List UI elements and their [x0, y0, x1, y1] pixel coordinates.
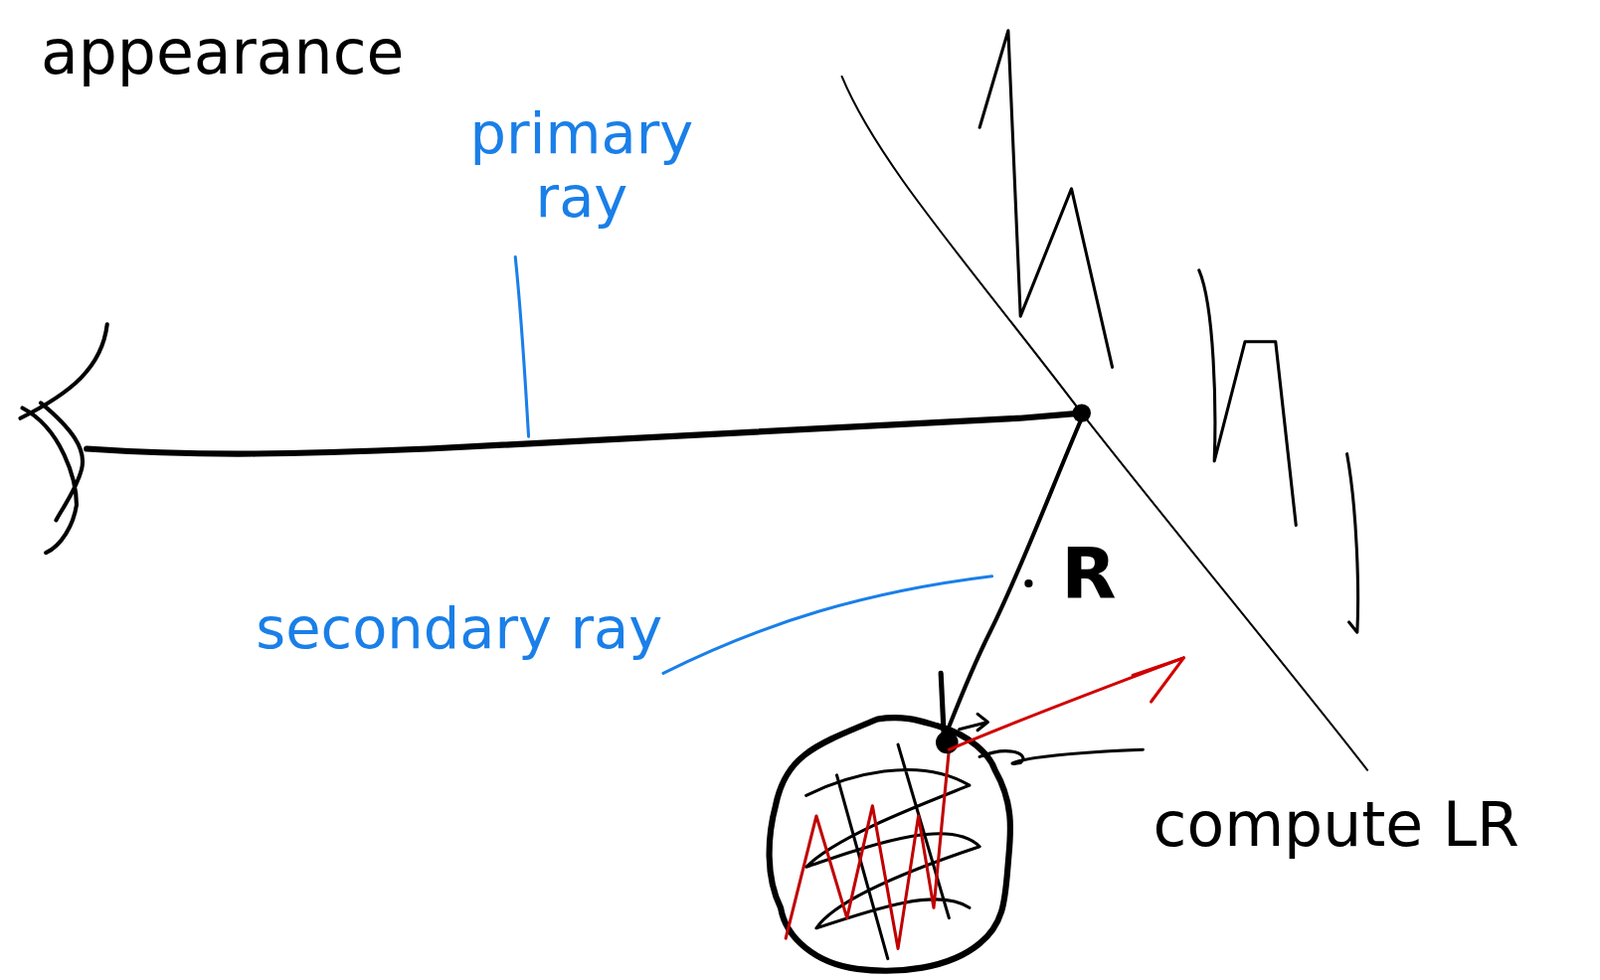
surface-line	[842, 76, 1368, 771]
object-blob	[769, 717, 1011, 972]
surface-hatching	[1347, 454, 1359, 634]
primary-ray-line	[86, 413, 1082, 455]
outgoing-arrowhead	[1132, 658, 1184, 703]
heading-note: appearance	[40, 17, 404, 86]
note-text: compute LR	[1153, 790, 1520, 859]
leader-line	[979, 749, 1143, 764]
outgoing-ray	[948, 658, 1184, 750]
ray-label: secondary ray	[255, 596, 664, 660]
ray-label: primary ray	[449, 102, 715, 228]
eye-symbol	[20, 324, 108, 553]
internal-bounces	[785, 749, 949, 949]
small-arrow	[959, 713, 989, 730]
exit-point	[935, 731, 959, 755]
ray-name: R	[1061, 535, 1116, 615]
surface-hatching	[1199, 270, 1296, 527]
normal-line	[940, 673, 944, 737]
surface-hatching	[979, 30, 1112, 368]
leader-line	[515, 257, 529, 438]
leader-line	[663, 576, 992, 674]
ray-point	[1024, 579, 1033, 588]
